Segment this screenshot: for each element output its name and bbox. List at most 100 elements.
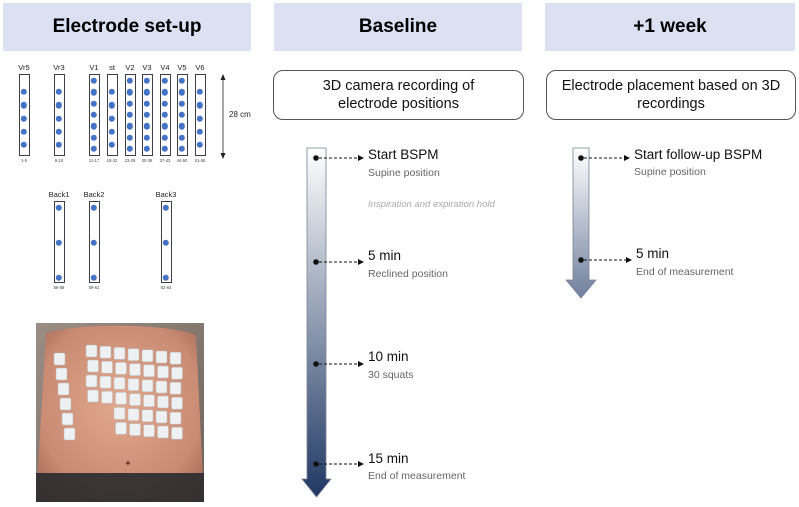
chest-electrode-photo xyxy=(36,323,204,502)
baseline-event-sub: End of measurement xyxy=(368,470,466,482)
electrode-strip xyxy=(124,74,136,156)
week-event-title: 5 min xyxy=(636,246,670,261)
week-event-title: Start follow-up BSPM xyxy=(634,147,763,162)
photo-electrode-pad xyxy=(115,392,127,405)
electrode-dot xyxy=(55,115,63,122)
electrode-dot xyxy=(143,100,151,107)
electrode-dot xyxy=(90,111,98,119)
electrode-strip xyxy=(141,74,153,156)
electrode-dot xyxy=(126,100,134,107)
photo-electrode-pad xyxy=(143,364,155,378)
photo-electrode-pad xyxy=(141,409,154,423)
photo-electrode-pad xyxy=(61,412,74,426)
electrode-range-label: 44-50 xyxy=(176,158,188,163)
electrode-dot xyxy=(196,141,204,149)
electrode-range-label: 37-43 xyxy=(159,158,171,163)
electrode-dot xyxy=(196,128,204,135)
photo-electrode-pad xyxy=(127,348,140,361)
electrode-dot xyxy=(161,77,169,85)
electrode-dot xyxy=(161,123,169,130)
electrode-dot xyxy=(55,204,63,212)
electrode-dot xyxy=(143,111,151,119)
electrode-setup-header: Electrode set-up xyxy=(3,3,251,51)
timeline-connector-head xyxy=(358,155,364,161)
electrode-dot xyxy=(143,123,151,130)
electrode-dot xyxy=(143,77,151,85)
photo-electrode-pad xyxy=(157,395,169,409)
photo-electrode-pad xyxy=(55,367,68,381)
electrode-dot xyxy=(178,100,186,107)
electrode-strip-label: V1 xyxy=(89,63,99,72)
electrode-strip-label: V6 xyxy=(195,63,205,72)
baseline-event-title: 10 min xyxy=(368,349,409,364)
camera-recording-text: 3D camera recording of electrode positio… xyxy=(322,78,475,112)
electrode-range-label: 51-55 xyxy=(194,158,206,163)
electrode-dot xyxy=(55,274,63,282)
photo-electrode-pad xyxy=(113,407,126,420)
electrode-dot xyxy=(178,111,186,119)
photo-electrode-pad xyxy=(113,347,126,360)
electrode-dot xyxy=(90,145,98,153)
electrode-dot xyxy=(20,102,28,109)
electrode-dot xyxy=(20,115,28,122)
electrode-dot xyxy=(178,89,186,96)
photo-electrode-pad xyxy=(101,390,113,404)
electrode-dot xyxy=(55,141,63,149)
photo-electrode-pad xyxy=(143,394,155,408)
electrode-strip-label: V2 xyxy=(125,63,135,72)
electrode-strip xyxy=(176,74,188,156)
electrode-strip xyxy=(160,201,172,283)
electrode-dot xyxy=(55,128,63,135)
electrode-strip xyxy=(88,74,100,156)
electrode-dot xyxy=(162,239,170,247)
electrode-strip xyxy=(159,74,171,156)
electrode-strip-label: Vr5 xyxy=(18,63,30,72)
photo-electrode-pad xyxy=(141,379,154,393)
timeline-marker-dot xyxy=(313,461,319,467)
measure-label: 28 cm xyxy=(229,110,251,119)
electrode-strip xyxy=(88,201,100,283)
electrode-dot xyxy=(161,100,169,107)
timeline-marker-dot xyxy=(313,259,319,265)
electrode-dot xyxy=(126,134,134,141)
electrode-dot xyxy=(178,145,186,153)
photo-electrode-pad xyxy=(155,380,168,394)
electrode-dot xyxy=(161,89,169,96)
baseline-event-title: Start BSPM xyxy=(368,147,439,162)
timeline-connector-head xyxy=(626,257,632,263)
electrode-dot xyxy=(126,89,134,96)
electrode-dot xyxy=(161,111,169,119)
week-timeline-arrow xyxy=(565,147,597,299)
electrode-dot xyxy=(108,102,116,109)
electrode-dot xyxy=(90,77,98,85)
electrode-dot xyxy=(126,77,134,85)
photo-electrode-pad xyxy=(157,425,169,439)
timeline-connector-head xyxy=(624,155,630,161)
timeline-connector-head xyxy=(358,259,364,265)
one-week-header: +1 week xyxy=(545,3,795,51)
photo-electrode-pad xyxy=(87,359,99,373)
electrode-strip xyxy=(53,74,65,156)
photo-electrode-pad xyxy=(129,423,141,436)
photo-electrode-pad xyxy=(169,351,182,365)
photo-electrode-pad xyxy=(171,366,183,380)
photo-electrode-pad xyxy=(141,349,154,363)
electrode-dot xyxy=(178,77,186,85)
electrode-dot xyxy=(20,88,28,96)
week-event-sub: Supine position xyxy=(634,166,706,178)
electrode-strip-label: Vr3 xyxy=(53,63,65,72)
electrode-dot xyxy=(90,204,98,212)
electrode-dot xyxy=(143,134,151,141)
electrode-dot xyxy=(55,239,63,247)
breath-hold-note: Inspiration and expiration hold xyxy=(368,199,495,210)
electrode-dot xyxy=(161,145,169,153)
electrode-dot xyxy=(108,88,116,96)
timeline-marker-dot xyxy=(578,257,584,263)
electrode-dot xyxy=(90,89,98,96)
electrode-range-label: 18-22 xyxy=(106,158,118,163)
electrode-dot xyxy=(162,204,170,212)
electrode-dot xyxy=(20,141,28,149)
photo-electrode-pad xyxy=(127,378,140,391)
baseline-event-title: 5 min xyxy=(368,248,402,263)
